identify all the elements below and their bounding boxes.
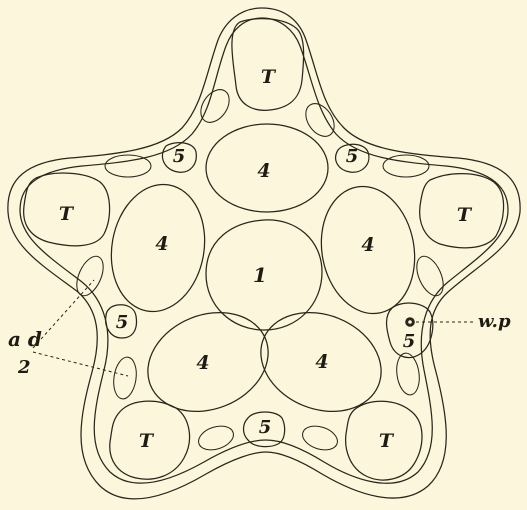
terminal-plate-right: [419, 172, 505, 249]
outer-star-outline: [7, 7, 521, 500]
radial-plate-right: [320, 185, 416, 315]
label-radial-top: 4: [257, 160, 270, 182]
label-ad: a d: [8, 327, 42, 351]
adambulacral-plate-right-lower: [416, 255, 444, 297]
radial-plate-bottom-left: [147, 311, 269, 413]
radial-plate-left: [110, 183, 206, 313]
label-radial-bottom-left: 4: [196, 352, 209, 374]
label-interradial-upper-right: 5: [346, 146, 359, 167]
label-interradial-bottom: 5: [259, 417, 272, 438]
label-interradial-upper-left: 5: [173, 146, 186, 167]
label-interradial-left: 5: [116, 312, 129, 333]
radial-plate-bottom-right: [260, 311, 382, 413]
adambulacral-plate-bottom-right: [302, 425, 338, 451]
label-terminal-left: T: [59, 203, 75, 225]
adambulacral-plate-top-left: [200, 89, 230, 123]
interradial-plate-upper-right: [335, 143, 370, 173]
label-interradial-right: 5: [403, 331, 416, 352]
label-terminal-top: T: [261, 66, 277, 88]
label-water-pore: w.p: [478, 311, 511, 332]
terminal-plate-top: [231, 18, 305, 111]
adambulacral-plate-bottom-left-upper: [113, 356, 137, 400]
label-terminal-bottom-right: T: [379, 430, 395, 452]
adambulacral-plate-bottom-left: [198, 425, 234, 451]
adambulacral-plate-left-lower: [76, 255, 104, 297]
label-radial-right: 4: [361, 234, 374, 256]
interradial-plate-right-madreporic: [385, 302, 434, 359]
radial-plate-top: [205, 123, 329, 213]
terminal-plate-left: [23, 172, 111, 247]
label-centro-dorsal: 1: [253, 263, 267, 287]
terminal-plate-bottom-right: [345, 400, 423, 481]
label-ad-index: 2: [17, 357, 31, 378]
inner-star-outline: [19, 17, 509, 484]
interradial-plate-bottom: [242, 411, 286, 448]
interradial-plate-left: [104, 304, 138, 339]
adambulacral-plate-right-upper: [382, 154, 430, 178]
adambulacral-plate-top-right: [305, 103, 335, 137]
centro-dorsal-plate: [205, 219, 323, 331]
label-radial-left: 4: [155, 233, 168, 255]
adambulacral-plate-bottom-right-upper: [396, 352, 420, 396]
leader-line-ad-lower: [32, 351, 129, 377]
adambulacral-plate-left-upper: [104, 154, 152, 178]
label-radial-bottom-right: 4: [315, 351, 328, 373]
water-pore-center: [408, 320, 412, 324]
label-terminal-bottom-left: T: [139, 430, 155, 452]
interradial-plate-upper-left: [161, 142, 197, 173]
label-terminal-right: T: [457, 204, 473, 226]
